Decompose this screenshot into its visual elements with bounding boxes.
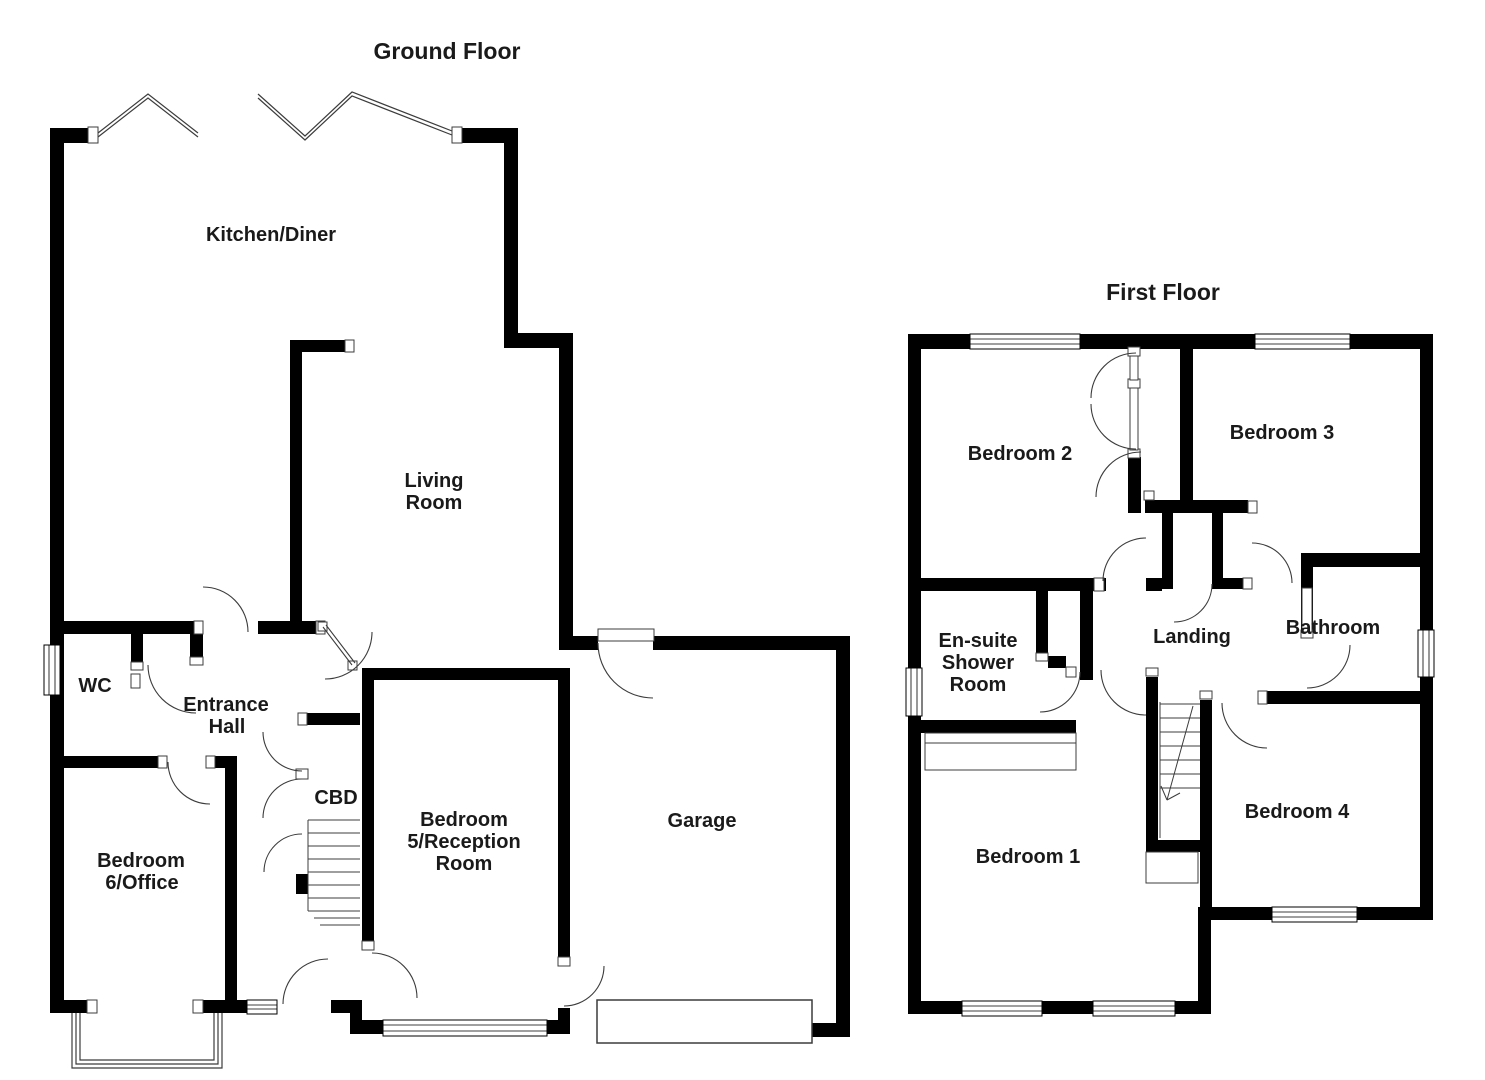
first-windows [905,333,1435,1017]
door-arc [1251,542,1293,584]
door-arc [1100,669,1147,716]
stairs-direction-arrow [1160,705,1194,801]
room-label-ensuite: Room [950,674,1007,696]
door-arc [1095,451,1142,498]
room-label-bedroom6-office: 6/Office [105,872,178,894]
door-arc [597,642,654,699]
first-doors [1039,352,1351,749]
stairs-ground [307,819,360,926]
door-arc [167,761,211,805]
window [1092,1000,1176,1017]
room-label-entrance-hall: Hall [209,716,246,738]
door-arc [1102,537,1147,582]
room-label-cbd: CBD [314,787,357,809]
window [905,667,923,717]
room-label-bedroom4: Bedroom 4 [1245,801,1350,823]
stairs-first [1145,702,1200,884]
ground-windows [43,644,548,1069]
bay-window [71,1013,223,1069]
window [1417,629,1435,678]
room-label-bedroom5-reception: Room [436,853,493,875]
door-arc [202,586,249,633]
room-label-bedroom2: Bedroom 2 [968,443,1072,465]
door-arc [282,958,329,1005]
ground-floor-plan: Ground Floor Kitchen/Diner Living Room W… [43,38,850,1069]
room-label-bathroom: Bathroom [1286,617,1380,639]
door-leaf [322,624,356,666]
ground-walls [50,128,850,1037]
door-arc [1090,352,1137,399]
room-label-entrance-hall: Entrance [183,694,269,716]
door-arc [147,664,197,714]
room-label-bedroom6-office: Bedroom [97,850,185,872]
room-label-wc: WC [78,675,111,697]
door-arc [324,631,373,680]
window [1254,333,1351,350]
floor-title-ground: Ground Floor [374,38,521,64]
room-label-ensuite: Shower [942,652,1014,674]
door-arc [262,731,303,772]
window [382,1019,548,1037]
wardrobe-outline [924,732,1077,771]
window [969,333,1081,350]
room-label-kitchen-diner: Kitchen/Diner [206,224,336,246]
first-jambs [1035,346,1314,705]
window [1271,906,1358,923]
garage-door [596,999,813,1044]
ground-doors [147,586,654,1007]
door-arc [1221,702,1268,749]
room-label-bedroom3: Bedroom 3 [1230,422,1334,444]
room-label-bedroom5-reception: Bedroom [420,809,508,831]
door-arc [371,952,418,999]
bifold-door [97,91,453,141]
window [43,644,61,696]
room-label-living-room: Room [406,492,463,514]
room-label-bedroom1: Bedroom 1 [976,846,1080,868]
first-floor-plan: First Floor Bedroom 2 Bedroom 3 En-suite… [905,279,1435,1017]
door-arc [563,965,605,1007]
window-sidelight [246,999,278,1015]
door-arc [1039,671,1081,713]
door-arc [263,833,303,873]
room-label-living-room: Living [405,470,464,492]
window [961,1000,1043,1017]
room-label-bedroom5-reception: 5/Reception [407,831,520,853]
door-arc [262,778,303,819]
room-label-garage: Garage [668,810,737,832]
door-arc [1173,583,1213,623]
room-label-landing: Landing [1153,626,1231,648]
door-arc [1306,644,1351,689]
ground-jambs [86,126,655,1014]
door-arc [1090,403,1137,450]
floor-title-first: First Floor [1106,279,1220,305]
room-label-ensuite: En-suite [939,630,1018,652]
